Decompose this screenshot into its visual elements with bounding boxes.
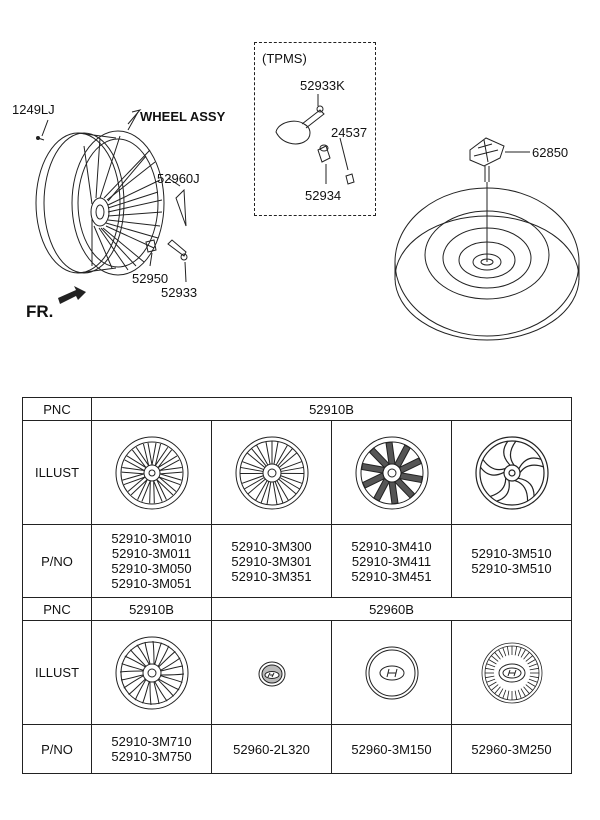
center-cap-small-icon	[258, 661, 285, 686]
wheel-exploded-drawing	[35, 94, 580, 341]
label-tpms-sensor: 52933K	[300, 78, 345, 93]
pno-cell: 52960-2L320	[211, 724, 332, 774]
part-number: 52910-3M051	[111, 576, 192, 591]
part-number: 52960-2L320	[233, 741, 310, 757]
table-row: PNC 52910B	[22, 397, 572, 421]
illust-cell	[331, 420, 452, 525]
part-number: 52910-3M010	[111, 531, 192, 546]
part-number: 52910-3M410	[351, 538, 432, 554]
label-wheel-assy: WHEEL ASSY	[140, 109, 226, 124]
pno-cell: 52910-3M410 52910-3M411 52910-3M451	[331, 524, 452, 598]
pno-cell: 52910-3M510 52910-3M510	[451, 524, 572, 598]
exploded-diagram: 1249LJ WHEEL ASSY (TPMS) 52933K 24537 52…	[0, 0, 600, 380]
pnc-value: 52960B	[211, 597, 572, 621]
wheel-multi-spoke-icon	[235, 436, 308, 509]
table-row: ILLUST	[22, 620, 572, 725]
pno-cell: 52960-3M150	[331, 724, 452, 774]
part-number: 52960-3M250	[471, 741, 552, 757]
wheel-chrome-spoke-icon	[355, 436, 428, 509]
part-number: 52910-3M050	[111, 561, 192, 576]
parts-table: PNC 52910B ILLUST	[22, 397, 572, 774]
part-number: 52910-3M351	[231, 568, 312, 584]
pno-cell: 52910-3M010 52910-3M011 52910-3M050 5291…	[91, 524, 212, 598]
label-tpms: (TPMS)	[262, 51, 307, 66]
part-number: 52960-3M150	[351, 741, 432, 757]
pno-cell: 52960-3M250	[451, 724, 572, 774]
label-lug-nut: 52950	[132, 271, 169, 286]
pno-header: P/NO	[22, 724, 92, 774]
part-number: 52910-3M451	[351, 568, 432, 584]
illust-cell	[211, 620, 332, 725]
pnc-header: PNC	[22, 397, 92, 421]
table-row: ILLUST	[22, 420, 572, 525]
label-valve: 52933	[161, 285, 198, 300]
alloy-wheel-icon	[35, 130, 165, 276]
illust-cell	[91, 620, 212, 725]
table-row: P/NO 52910-3M710 52910-3M750 52960-2L320…	[22, 724, 572, 774]
part-number: 52910-3M510	[471, 546, 552, 561]
part-number: 52910-3M300	[231, 538, 312, 554]
label-front: FR.	[26, 302, 54, 321]
illust-header: ILLUST	[22, 420, 92, 525]
part-number: 52910-3M301	[231, 553, 312, 569]
illust-cell	[451, 620, 572, 725]
illust-cell	[331, 620, 452, 725]
table-row: P/NO 52910-3M010 52910-3M011 52910-3M050…	[22, 524, 572, 598]
label-spare-clamp: 62850	[532, 145, 569, 160]
front-arrow-icon	[58, 286, 86, 304]
part-number: 52910-3M750	[111, 749, 192, 764]
pnc-value: 52910B	[91, 397, 572, 421]
tpms-group-box	[254, 42, 376, 216]
label-bolt: 1249LJ	[12, 102, 55, 117]
pno-header: P/NO	[22, 524, 92, 598]
illust-cell	[451, 420, 572, 525]
part-number: 52910-3M411	[351, 553, 432, 569]
part-number: 52910-3M011	[111, 546, 192, 561]
label-tpms-valve: 52934	[305, 188, 342, 203]
center-cap-plain-icon	[365, 646, 418, 699]
pnc-value: 52910B	[91, 597, 212, 621]
pnc-header: PNC	[22, 597, 92, 621]
label-weight: 52960J	[157, 171, 200, 186]
wheel-twist-spoke-icon	[474, 435, 549, 510]
center-cap-ribbed-icon	[481, 642, 542, 703]
part-number: 52910-3M510	[471, 561, 552, 576]
pno-cell: 52910-3M300 52910-3M301 52910-3M351	[211, 524, 332, 598]
part-number: 52910-3M710	[111, 734, 192, 749]
table-row: PNC 52910B 52960B	[22, 597, 572, 621]
illust-header: ILLUST	[22, 620, 92, 725]
illust-cell	[211, 420, 332, 525]
wheel-12-spoke-icon	[115, 636, 188, 709]
label-tpms-nut: 24537	[331, 125, 368, 140]
illust-cell	[91, 420, 212, 525]
spare-tire-icon	[394, 187, 580, 341]
wheel-15-spoke-icon	[115, 436, 188, 509]
pno-cell: 52910-3M710 52910-3M750	[91, 724, 212, 774]
